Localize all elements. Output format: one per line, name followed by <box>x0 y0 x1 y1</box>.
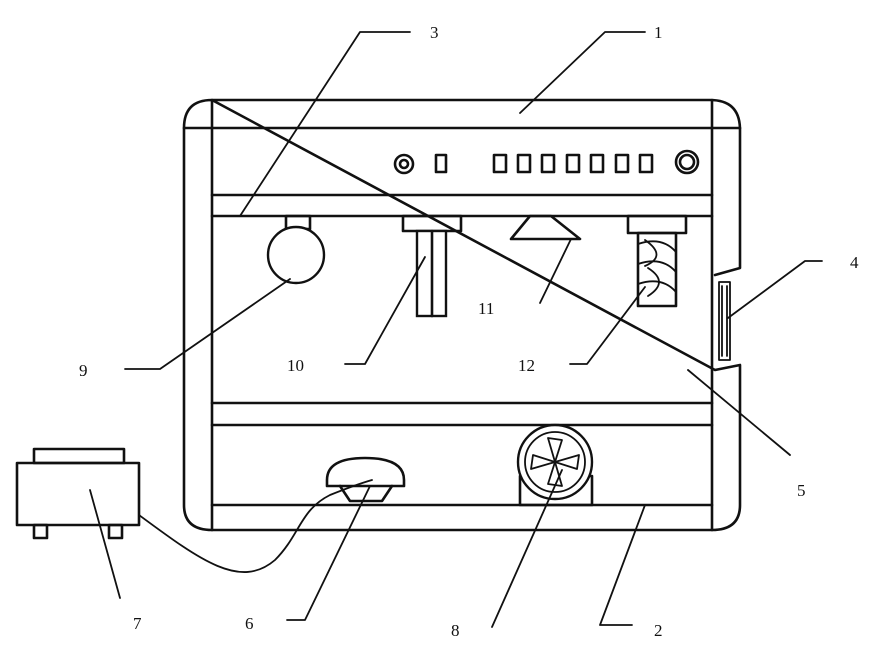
button-5 <box>589 153 605 174</box>
leader-11 <box>539 238 572 304</box>
button-2 <box>516 153 532 174</box>
button-1 <box>492 153 508 174</box>
emergency-knob-inner <box>678 153 696 171</box>
external-box-foot-left <box>32 523 49 540</box>
leader-lines <box>89 31 823 628</box>
drill-body <box>636 231 678 308</box>
dome-unit <box>325 456 406 503</box>
drill-flute-2 <box>637 260 677 273</box>
label-8: 8 <box>451 621 460 640</box>
power-knob-outer <box>393 153 415 175</box>
leader-10 <box>344 256 426 365</box>
fan-unit <box>516 423 594 507</box>
button-3 <box>540 153 556 174</box>
drill-flute-1 <box>637 240 677 253</box>
leader-3 <box>239 31 411 217</box>
cabinet <box>182 98 742 532</box>
dome-unit-base <box>338 484 394 503</box>
cone-nozzle <box>509 214 582 241</box>
drill-mount <box>626 214 688 235</box>
power-knob-inner <box>398 158 410 170</box>
connecting-cable <box>138 479 373 573</box>
external-box-foot-right <box>107 523 124 540</box>
leader-7 <box>89 489 121 599</box>
leader-6 <box>286 485 371 621</box>
label-12: 12 <box>518 356 535 375</box>
cabinet-outer-outline <box>182 98 742 532</box>
label-11: 11 <box>478 299 494 318</box>
label-3: 3 <box>430 23 439 42</box>
button-6 <box>614 153 630 174</box>
leader-2 <box>599 504 646 626</box>
side-window-frame <box>718 281 731 361</box>
drill-twist-2 <box>647 267 660 297</box>
leader-5 <box>687 369 791 456</box>
cone-nozzle-body <box>509 214 582 241</box>
ball-tool <box>266 214 326 285</box>
leader-8 <box>491 469 563 628</box>
leader-4 <box>727 260 823 319</box>
label-1: 1 <box>654 23 663 42</box>
dome-unit-cap <box>325 456 406 488</box>
spiral-drill <box>626 214 688 308</box>
external-box <box>15 447 141 540</box>
label-4: 4 <box>850 253 859 272</box>
label-9: 9 <box>79 361 88 380</box>
bar-tool <box>401 214 463 318</box>
indicator-light <box>434 153 448 174</box>
button-4 <box>565 153 581 174</box>
leader-9 <box>124 278 291 370</box>
ball-tool-sphere <box>266 225 326 285</box>
emergency-knob-outer <box>674 149 700 175</box>
leader-12 <box>569 286 646 365</box>
side-window <box>718 281 731 361</box>
label-7: 7 <box>133 614 142 633</box>
external-box-body <box>15 461 141 527</box>
label-2: 2 <box>654 621 663 640</box>
fan-ring <box>524 431 586 493</box>
label-5: 5 <box>797 481 806 500</box>
label-6: 6 <box>245 614 254 633</box>
control-panel <box>393 149 700 175</box>
button-7 <box>638 153 654 174</box>
external-box-lid <box>32 447 126 465</box>
leader-1 <box>519 31 646 114</box>
drill-twist-1 <box>644 239 658 267</box>
part-labels: 1 2 3 4 5 6 7 8 9 10 11 12 <box>79 23 859 640</box>
label-10: 10 <box>287 356 304 375</box>
